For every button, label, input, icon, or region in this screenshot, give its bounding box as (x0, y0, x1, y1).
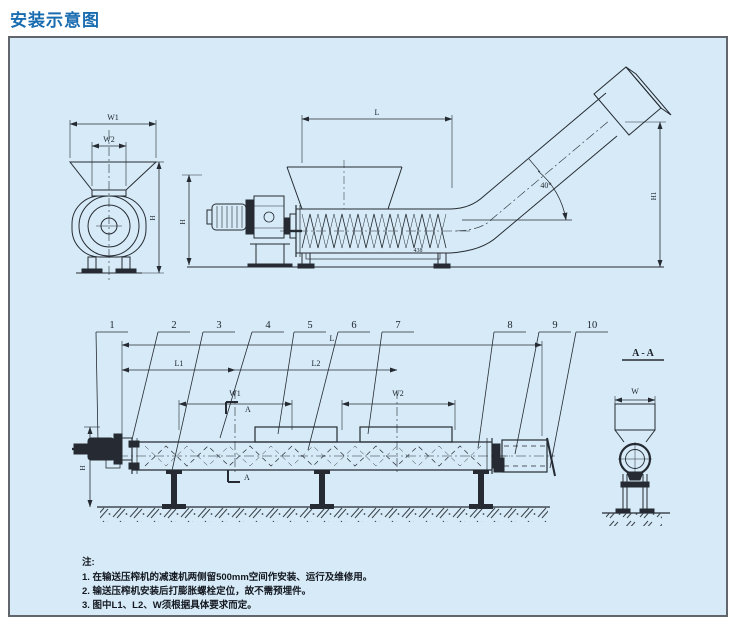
part-number-3: 3 (216, 320, 221, 331)
front-dim-w1-label: W1 (107, 113, 119, 122)
notes-block: 注: 1. 在输送压榨机的减速机两侧留500mm空间作安装、运行及维修用。 2.… (82, 556, 372, 613)
side-angle-label: 40° (540, 181, 551, 190)
front-dim-height-label: H (149, 215, 157, 220)
note-line-3: 3. 图中L1、L2、W须根据具体要求而定。 (82, 600, 257, 611)
notes-heading: 注: (82, 557, 95, 568)
diagram-panel: W1 W2 H (8, 36, 728, 617)
front-view-drawing (68, 120, 164, 280)
part-number-8: 8 (507, 320, 512, 331)
part-number-5: 5 (307, 320, 312, 331)
section-view-drawing (602, 359, 670, 526)
part-number-7: 7 (395, 320, 400, 331)
side-dim-l-label: L (375, 108, 380, 117)
bottom-dim-w1-label: W1 (229, 389, 241, 398)
part-number-10: 10 (587, 320, 598, 331)
part-number-1: 1 (109, 320, 114, 331)
part-number-4: 4 (265, 320, 271, 331)
bottom-dim-l2-label: L2 (312, 359, 321, 368)
bottom-view-drawing (72, 331, 608, 522)
bottom-dim-l-label: L (330, 334, 335, 343)
section-mark-top-label: A (245, 405, 251, 414)
page-title: 安装示意图 (10, 11, 100, 30)
front-dim-w2-label: W2 (103, 135, 115, 144)
bottom-dim-w2-label: W2 (392, 389, 404, 398)
side-dim-height-left-label: H (179, 219, 187, 224)
note-line-2: 2. 输送压榨机安装后打膨胀螺栓定位，故不需预埋件。 (82, 586, 312, 597)
side-view-drawing (182, 66, 672, 269)
part-number-6: 6 (351, 320, 356, 331)
bottom-dim-height-label: H (79, 465, 87, 470)
section-mark-bottom-label: A (244, 473, 250, 482)
bottom-dim-l1-label: L1 (175, 359, 184, 368)
installation-diagram: W1 W2 H (68, 66, 672, 526)
section-dim-w-label: W (631, 387, 639, 396)
note-line-1: 1. 在输送压榨机的减速机两侧留500mm空间作安装、运行及维修用。 (82, 572, 373, 583)
part-number-9: 9 (552, 320, 557, 331)
side-dim-h1-label: H1 (650, 191, 658, 200)
section-view-title: A - A (632, 348, 654, 359)
part-number-2: 2 (171, 320, 176, 331)
side-trough-label: 438 (414, 248, 423, 254)
